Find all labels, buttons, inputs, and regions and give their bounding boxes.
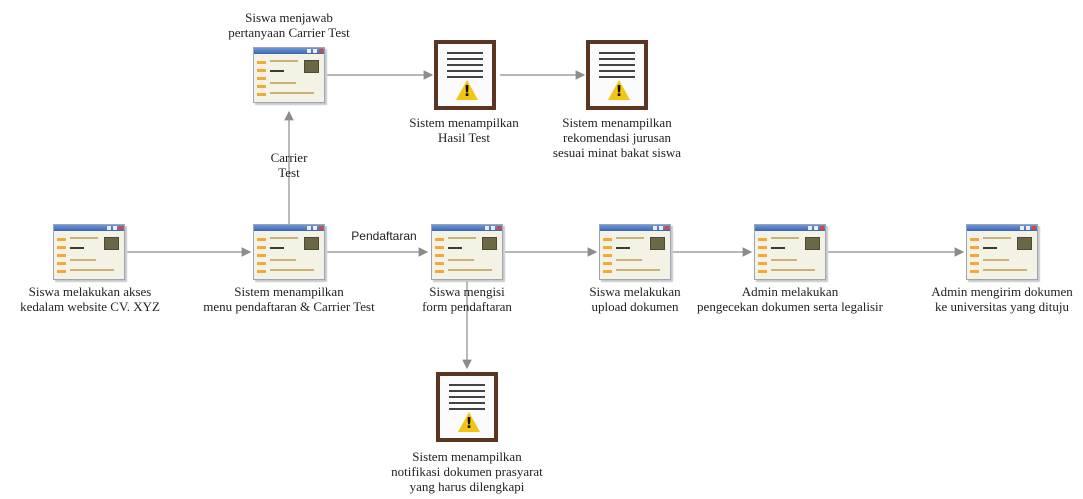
label-line: ke universitas yang dituju (935, 299, 1069, 314)
label-line: Hasil Test (438, 130, 490, 145)
label-line: pertanyaan Carrier Test (228, 25, 350, 40)
label-line: Sistem menampilkan (412, 449, 522, 464)
label-line: Siswa mengisi (429, 284, 505, 299)
edge-label-pendaftaran: Pendaftaran (346, 229, 422, 244)
edge-label-carrier-line-1: Carrier (270, 150, 308, 165)
label-line: Admin melakukan (741, 284, 839, 299)
web-page-icon (253, 47, 325, 103)
label-line: yang harus dilengkapi (409, 479, 525, 494)
report-warning-icon: ! (436, 372, 498, 442)
report-warning-icon: ! (586, 40, 648, 110)
edge-label-carrier-line-2: Test (278, 165, 300, 180)
label-line: Sistem menampilkan (234, 284, 344, 299)
edge-label-carrier-test: Carrier Test (262, 150, 316, 180)
label-line: upload dokumen (591, 299, 679, 314)
label-siswa-menjawab: Siswa menjawab pertanyaan Carrier Test (209, 10, 369, 40)
label-admin-cek: Admin melakukan pengecekan dokumen serta… (685, 284, 895, 314)
label-line: form pendaftaran (422, 299, 512, 314)
label-notifikasi: Sistem menampilkan notifikasi dokumen pr… (382, 449, 552, 494)
label-sistem-menu: Sistem menampilkan menu pendaftaran & Ca… (194, 284, 384, 314)
label-line: notifikasi dokumen prasyarat (391, 464, 543, 479)
label-line: pengecekan dokumen serta legalisir (697, 299, 883, 314)
label-admin-kirim: Admin mengirim dokumen ke universitas ya… (925, 284, 1079, 314)
label-hasil-test: Sistem menampilkan Hasil Test (389, 115, 539, 145)
web-page-icon (253, 224, 325, 280)
label-line: Siswa menjawab (245, 10, 333, 25)
label-siswa-upload: Siswa melakukan upload dokumen (575, 284, 695, 314)
web-page-icon (431, 224, 503, 280)
label-siswa-form: Siswa mengisi form pendaftaran (402, 284, 532, 314)
label-siswa-akses: Siswa melakukan akses kedalam website CV… (5, 284, 175, 314)
label-line: Sistem menampilkan (409, 115, 519, 130)
web-page-icon (599, 224, 671, 280)
label-line: Siswa melakukan (589, 284, 681, 299)
label-line: menu pendaftaran & Carrier Test (203, 299, 375, 314)
report-warning-icon: ! (434, 40, 496, 110)
label-line: Admin mengirim dokumen (931, 284, 1073, 299)
web-page-icon (53, 224, 125, 280)
label-rekomendasi: Sistem menampilkan rekomendasi jurusan s… (532, 115, 702, 160)
label-line: sesuai minat bakat siswa (552, 145, 682, 160)
label-line: rekomendasi jurusan (563, 130, 671, 145)
label-line: Sistem menampilkan (562, 115, 672, 130)
edge-label-pendaftaran-text: Pendaftaran (351, 229, 417, 243)
web-page-icon (966, 224, 1038, 280)
web-page-icon (754, 224, 826, 280)
label-line: kedalam website CV. XYZ (20, 299, 160, 314)
label-line: Siswa melakukan akses (28, 284, 152, 299)
